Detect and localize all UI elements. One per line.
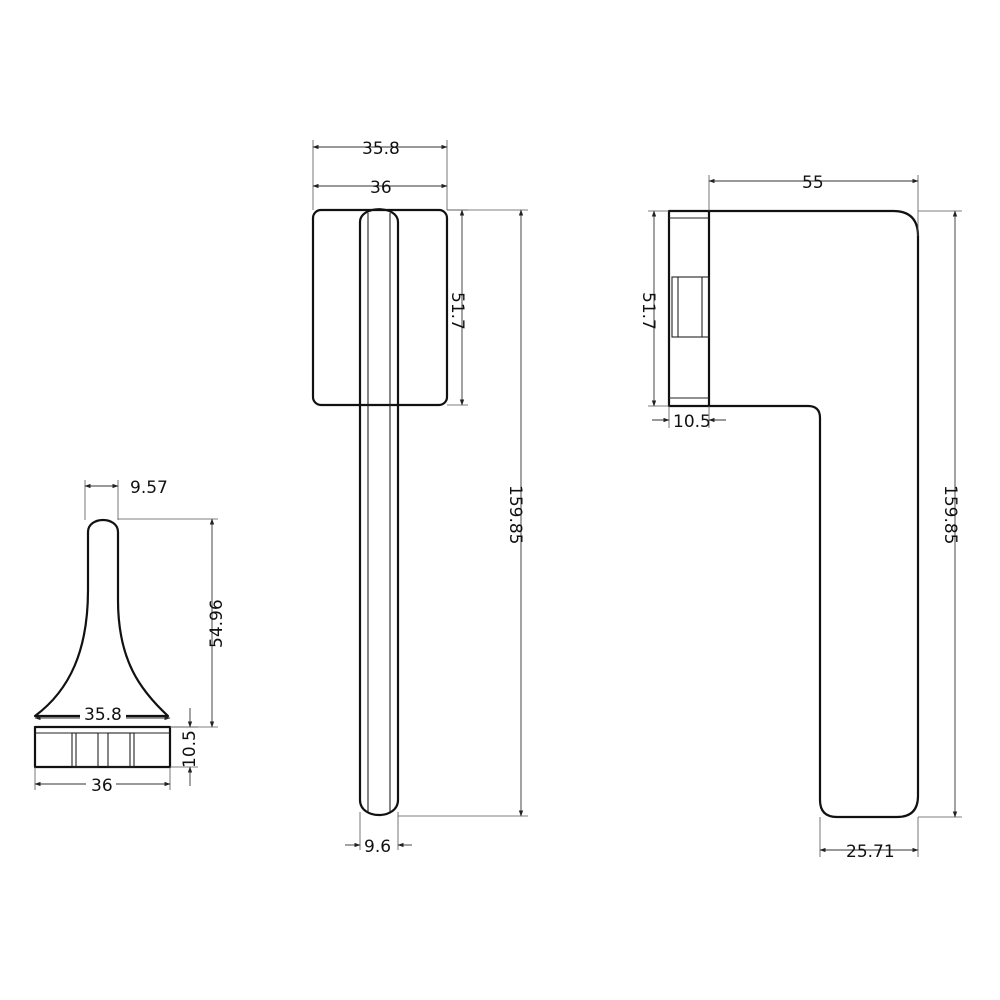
front-view: 35.8 36 51.7 159.85 9.6 <box>311 139 528 857</box>
front-view-rose <box>311 208 449 407</box>
dim-front-rose-outer: 36 <box>370 178 392 198</box>
dim-top-tip-width: 25.71 <box>846 842 895 862</box>
dim-side-height: 54.96 <box>207 599 227 648</box>
top-view-lever <box>709 209 920 819</box>
dim-side-base-thickness: 10.5 <box>180 730 200 768</box>
top-view-rose <box>667 209 711 408</box>
dim-side-top-width: 9.57 <box>130 478 168 498</box>
side-view: 9.57 54.96 35.8 10.5 36 <box>33 478 227 796</box>
dim-side-base-outer: 36 <box>91 776 113 796</box>
dim-front-rose-inner: 35.8 <box>362 139 400 159</box>
dim-front-total-length: 159.85 <box>505 485 525 544</box>
top-view-spindle <box>671 276 710 338</box>
dim-top-total-length: 159.85 <box>940 485 960 544</box>
front-view-lever <box>358 208 400 816</box>
side-view-body <box>33 518 170 718</box>
dim-top-lever-reach: 55 <box>802 173 824 193</box>
side-view-slot-left <box>71 732 99 768</box>
dim-top-rose-height: 51.7 <box>638 292 658 330</box>
dim-front-lever-width: 9.6 <box>364 837 391 857</box>
dim-side-base-inner: 35.8 <box>84 705 122 725</box>
dim-top-rose-thickness: 10.5 <box>673 412 711 432</box>
side-view-slot-right <box>107 732 135 768</box>
dim-front-rose-height: 51.7 <box>447 292 467 330</box>
side-view-base <box>33 725 172 769</box>
top-view: 55 51.7 10.5 159.85 25.71 <box>638 173 962 862</box>
